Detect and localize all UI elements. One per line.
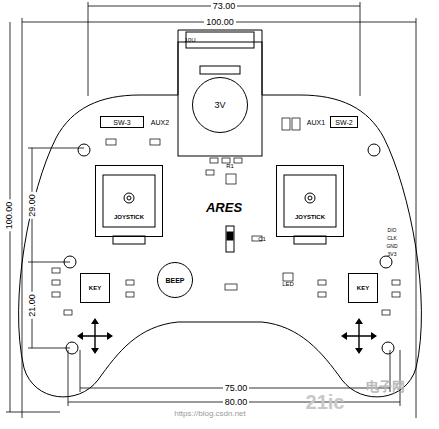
- mount-hole: [78, 144, 90, 156]
- joystick-knob: [124, 193, 134, 203]
- dimension: 21.00: [28, 292, 37, 319]
- slide-switch: SW-2: [330, 116, 358, 128]
- slide-switch: [226, 226, 234, 252]
- part-label: R1: [226, 163, 234, 169]
- pin-label: DIO: [388, 228, 397, 233]
- mount-hole: [382, 342, 394, 354]
- dimension: 100.00: [204, 18, 236, 27]
- battery-holder: [178, 42, 262, 156]
- joystick-tab: [294, 236, 326, 244]
- key-button: KEY: [348, 273, 378, 303]
- connector-label: AUX2: [151, 119, 169, 126]
- connector: [186, 32, 254, 48]
- battery-clip: [200, 66, 240, 74]
- joystick-body: [103, 175, 155, 227]
- connector-label: AUX1: [307, 119, 325, 126]
- node-text: JOYSTICK: [295, 214, 325, 220]
- part-label: C1: [258, 236, 266, 242]
- board-outline: [19, 30, 422, 397]
- battery-holder: 3V: [192, 77, 248, 133]
- buzzer: BEEP: [157, 262, 193, 298]
- mount-hole: [380, 256, 392, 268]
- logo-text: ARES: [206, 201, 242, 214]
- joystick-tab: [113, 236, 145, 244]
- direction-arrows: [81, 322, 373, 350]
- node-text: JOYSTICK: [114, 214, 144, 220]
- node-text: SW-2: [335, 119, 352, 126]
- joystick-body: [284, 175, 336, 227]
- mount-hole: [368, 144, 380, 156]
- joystick: JOYSTICK: [95, 165, 163, 237]
- dimension: 80.00: [223, 398, 250, 407]
- joystick-knob: [308, 196, 312, 200]
- joystick-knob: [305, 193, 315, 203]
- node-text: 3V: [214, 101, 225, 110]
- watermark: 21ic: [306, 392, 345, 412]
- node-text: SW-3: [113, 119, 130, 126]
- joystick-knob: [127, 196, 131, 200]
- part-label: LED: [282, 281, 294, 287]
- joystick: JOYSTICK: [276, 165, 344, 237]
- watermark: https://blog.csdn.net: [174, 410, 246, 418]
- pin-label: CLK: [387, 236, 397, 241]
- watermark: 电子网: [366, 380, 405, 393]
- dimension-lines: [6, 2, 416, 418]
- slide-knob: [227, 232, 233, 240]
- node-text: BEEP: [165, 277, 184, 284]
- node-text: KEY: [89, 285, 101, 291]
- dimension: 73.00: [211, 2, 238, 11]
- arrow-heads: [77, 318, 377, 354]
- key-button: KEY: [80, 273, 110, 303]
- slide-switch: SW-3: [100, 116, 144, 128]
- node-text: KEY: [357, 285, 369, 291]
- smd-pads: [52, 118, 400, 315]
- dimension: 29.00: [28, 192, 37, 219]
- pin-label: GND: [386, 244, 397, 249]
- dimension: 75.00: [223, 384, 250, 393]
- part-label: 10U: [184, 37, 195, 43]
- pin-label: 3V3: [388, 252, 397, 257]
- dimension: 100.00: [6, 199, 15, 231]
